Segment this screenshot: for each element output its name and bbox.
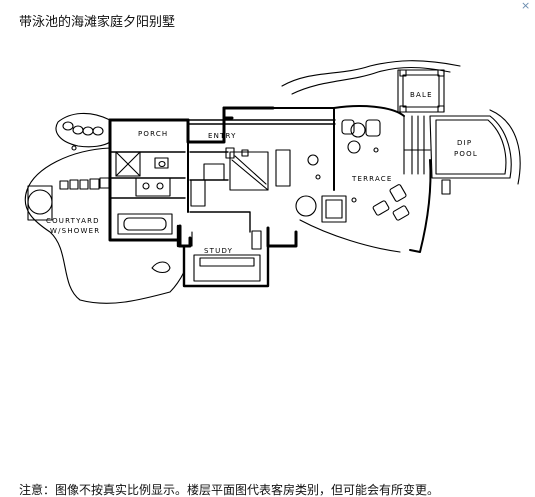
bale-structure — [397, 69, 445, 113]
label-pool: POOL — [454, 150, 478, 158]
close-icon[interactable]: × — [521, 0, 531, 12]
bathroom-fixtures — [115, 151, 173, 235]
bedroom-furniture — [190, 147, 321, 207]
floor-plan: PORCH ENTRY BALE DIP POOL TERRACE COURTY… — [24, 60, 521, 304]
label-porch: PORCH — [138, 130, 168, 138]
dip-pool — [429, 115, 512, 179]
disclaimer-note: 注意：图像不按真实比例显示。楼层平面图代表客房类别，但可能会有所变更。 — [19, 483, 440, 497]
study-wall — [176, 224, 270, 288]
terrace-outline — [333, 105, 405, 117]
label-dip: DIP — [457, 139, 472, 147]
label-terrace: TERRACE — [351, 175, 393, 183]
label-courtyard: COURTYARD — [46, 217, 100, 225]
label-study: STUDY — [204, 247, 233, 255]
label-bale: BALE — [410, 91, 433, 99]
stepping-stones-top — [62, 121, 104, 151]
terrace-furniture — [341, 119, 410, 221]
shower-tub — [27, 189, 53, 215]
planter — [151, 261, 171, 274]
label-entry: ENTRY — [208, 132, 237, 140]
stepping-stones-mid — [59, 177, 110, 190]
page-title: 带泳池的海滩家庭夕阳别墅 — [19, 15, 176, 30]
study-sofa — [193, 254, 261, 282]
label-shower: W/SHOWER — [50, 227, 100, 235]
courtyard-wall — [24, 147, 185, 304]
walkway-curve — [281, 60, 461, 87]
garden-bed — [55, 112, 111, 148]
